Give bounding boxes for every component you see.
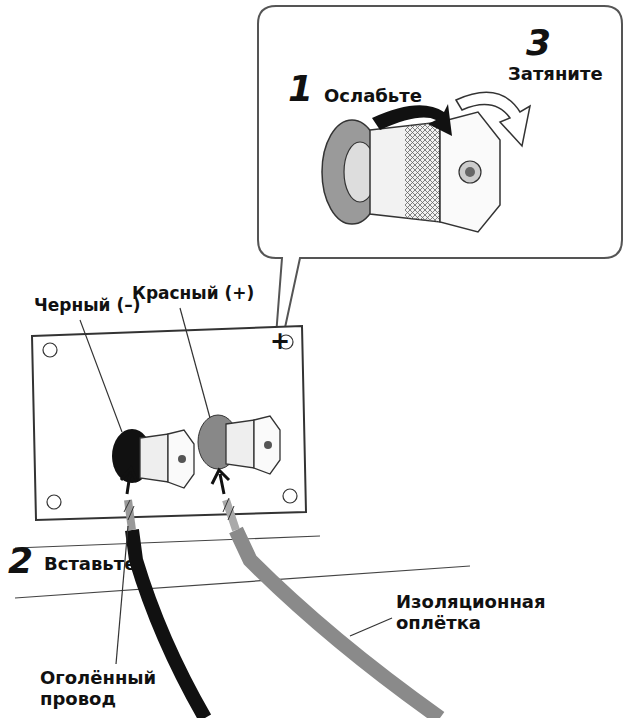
panel-screws <box>43 335 297 509</box>
loosen-arrow <box>372 104 452 136</box>
leader-line <box>80 320 122 432</box>
knob-body <box>370 122 440 222</box>
step-number: 1 <box>288 68 313 109</box>
step-text: Затяните <box>508 64 603 85</box>
red-terminal-knob <box>226 420 254 468</box>
tighten-arrow <box>456 92 530 146</box>
part-label: Оголённый провод <box>40 668 170 709</box>
step-text: Ослабьте <box>324 86 422 107</box>
screw-hole <box>459 161 481 183</box>
step-text: Вставьте <box>44 554 136 575</box>
screw-hole <box>178 455 186 463</box>
bare-wire-strands <box>124 500 134 520</box>
terminal-label: Черный (–) <box>34 296 140 316</box>
red-terminal-cap <box>254 416 280 474</box>
callout-bubble: 1 Ослабьте 3Затяните <box>258 6 622 258</box>
terminal-label: Красный (+) <box>132 284 254 304</box>
screw-hole <box>264 441 272 449</box>
black-wire <box>132 530 205 718</box>
black-terminal-cap <box>168 430 194 488</box>
step-number: 3 <box>526 22 551 63</box>
insert-arrow <box>121 468 137 494</box>
leader-line <box>180 308 210 418</box>
callout-bubble <box>258 6 622 388</box>
step-number: 2 <box>8 540 33 581</box>
polarity-mark: + <box>270 328 290 356</box>
part-label: Изоляционная оплётка <box>396 592 566 633</box>
screw-hole <box>465 167 475 177</box>
floor-line <box>15 536 320 548</box>
terminal-panel <box>32 326 306 520</box>
bare-wire-strands <box>223 498 234 520</box>
leader-line <box>350 618 392 636</box>
bare-wire <box>226 500 236 530</box>
black-terminal-knob <box>140 434 168 482</box>
knurling <box>405 122 440 222</box>
insert-arrow <box>212 470 229 494</box>
leader-line <box>116 526 128 664</box>
